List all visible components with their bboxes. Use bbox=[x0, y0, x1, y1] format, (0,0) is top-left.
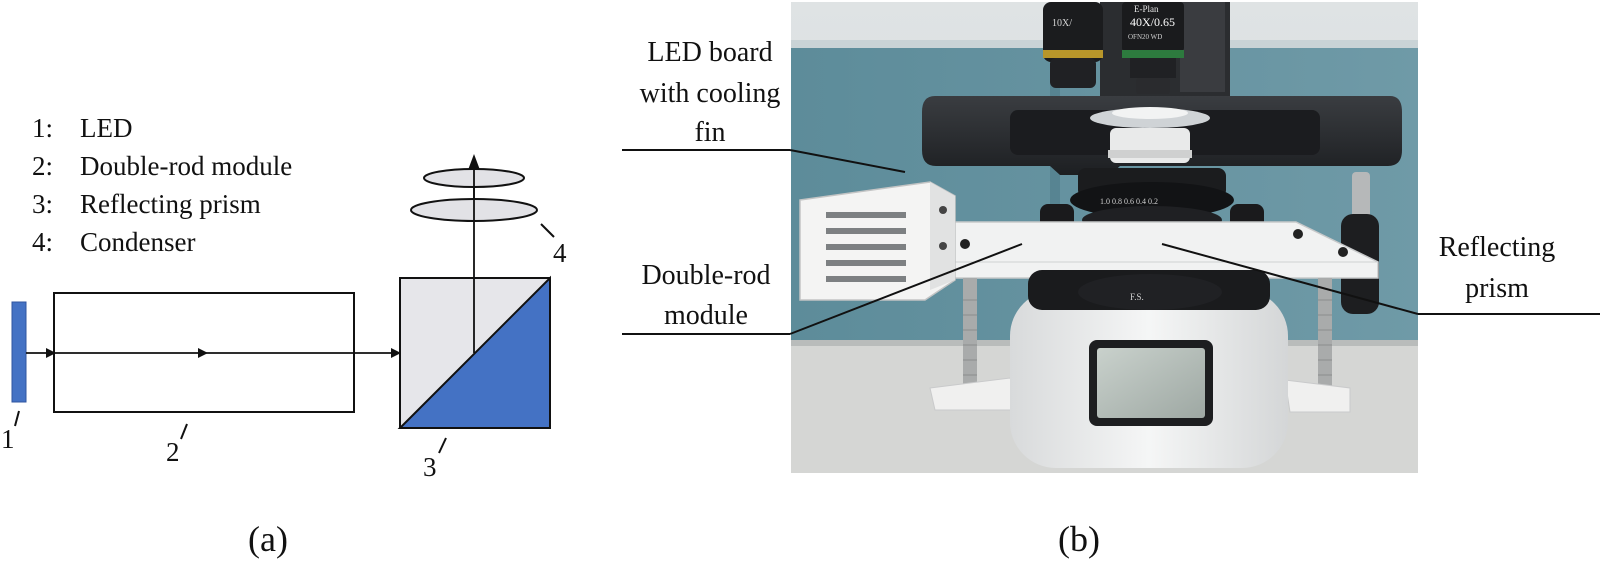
legend-label-led: LED bbox=[80, 113, 132, 143]
objective-right-line2: 40X/0.65 bbox=[1130, 15, 1175, 29]
prism-reflector bbox=[397, 275, 551, 429]
part-label-4: 4 bbox=[553, 238, 567, 268]
arrow-up bbox=[468, 154, 480, 170]
panel-a-schematic: 1: LED 2: Double-rod module 3: Reflectin… bbox=[1, 113, 567, 559]
legend-label-condenser: Condenser bbox=[80, 227, 195, 257]
callout-double-rod: Double-rod module bbox=[641, 260, 770, 331]
arrow-in-rod bbox=[198, 348, 208, 358]
condenser-scale: 1.0 0.8 0.6 0.4 0.2 bbox=[1100, 197, 1158, 206]
caption-a: (a) bbox=[248, 519, 288, 559]
arrow-led-to-rod bbox=[46, 348, 56, 358]
callout-led-board-line1: LED board bbox=[647, 37, 772, 68]
led-housing-box bbox=[799, 181, 956, 301]
objective-right-line1: E-Plan bbox=[1134, 4, 1159, 14]
objective-right: E-Plan 40X/0.65 OFN20 WD bbox=[1122, 2, 1184, 94]
arrow-into-prism bbox=[391, 348, 401, 358]
part-label-2: 2 bbox=[166, 437, 180, 467]
legend-num-1: 1: bbox=[32, 113, 53, 143]
callout-prism-line1: Reflecting bbox=[1439, 232, 1556, 263]
caption-b: (b) bbox=[1058, 519, 1100, 559]
callout-led-board-line3: fin bbox=[694, 117, 725, 148]
legend-label-prism: Reflecting prism bbox=[80, 189, 261, 219]
panel-b-photo: 10X/ E-Plan 40X/0.65 OFN20 WD 1.0 0.8 0.… bbox=[622, 2, 1600, 559]
callout-led-board: LED board with cooling fin bbox=[640, 37, 781, 148]
field-stop-label: F.S. bbox=[1130, 292, 1144, 302]
legend-num-4: 4: bbox=[32, 227, 53, 257]
callout-line-prism bbox=[1161, 243, 1419, 315]
legend: 1: LED 2: Double-rod module 3: Reflectin… bbox=[32, 113, 292, 257]
legend-label-double-rod: Double-rod module bbox=[80, 151, 292, 181]
part-label-1: 1 bbox=[1, 424, 15, 454]
microscope-stage bbox=[922, 96, 1402, 175]
callout-led-board-line2: with cooling bbox=[640, 78, 781, 109]
part-label-3: 3 bbox=[423, 452, 437, 482]
callout-double-rod-line2: module bbox=[664, 300, 748, 331]
legend-num-3: 3: bbox=[32, 189, 53, 219]
legend-num-2: 2: bbox=[32, 151, 53, 181]
objective-left: 10X/ bbox=[1043, 2, 1103, 88]
microscope-base: F.S. bbox=[1010, 270, 1288, 468]
objective-left-mag: 10X/ bbox=[1052, 18, 1072, 29]
callout-reflecting-prism: Reflecting prism bbox=[1439, 232, 1556, 304]
led-element bbox=[11, 301, 27, 403]
white-mount-plate bbox=[929, 221, 1379, 279]
callout-prism-line2: prism bbox=[1465, 273, 1529, 304]
objective-right-line3: OFN20 WD bbox=[1128, 33, 1162, 41]
callout-double-rod-line1: Double-rod bbox=[641, 260, 770, 291]
